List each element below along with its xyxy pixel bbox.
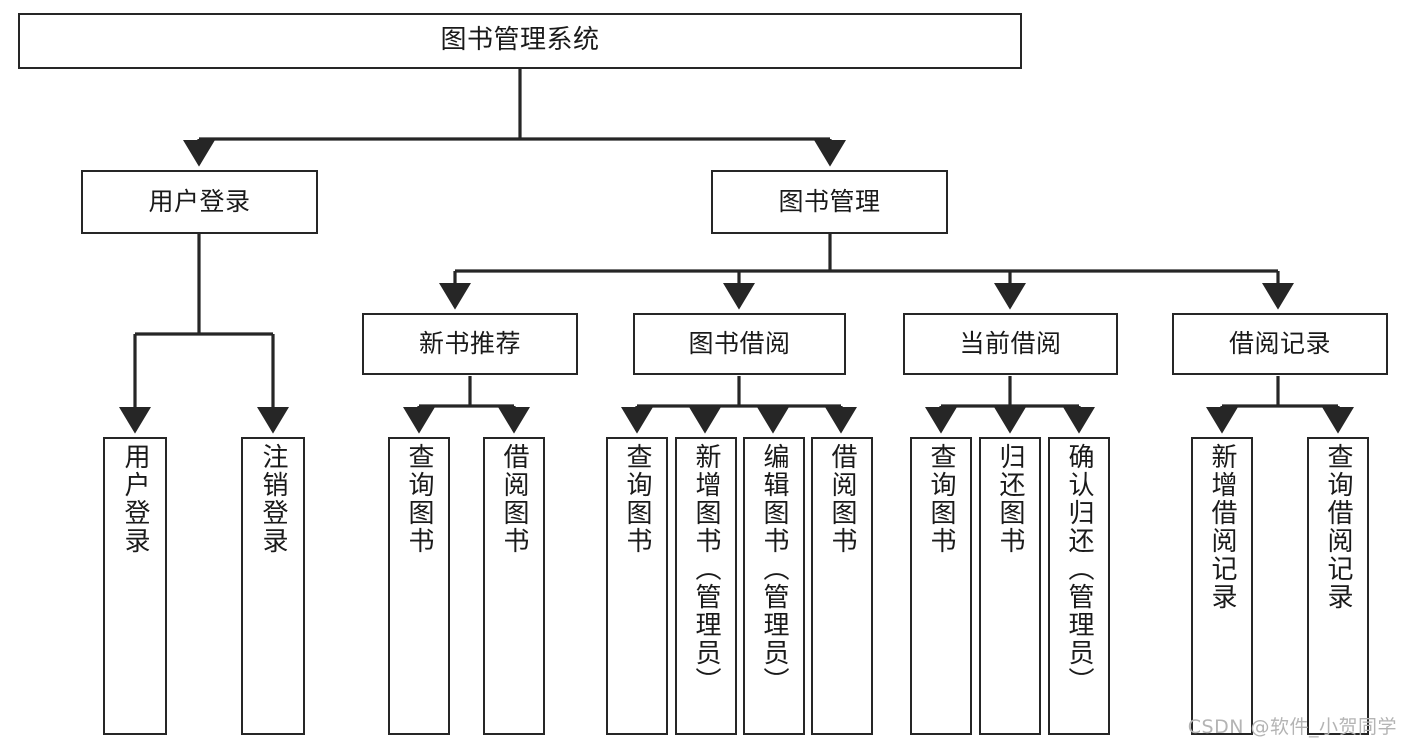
node-leaf-edit-book-label: 编辑图书（管理员）: [759, 443, 790, 695]
node-leaf-query-record-label: 查询借阅记录: [1323, 443, 1354, 611]
node-leaf-add-record-label: 新增借阅记录: [1207, 443, 1238, 611]
node-book-manage[interactable]: 图书管理: [711, 170, 948, 234]
node-book-manage-label: 图书管理: [778, 186, 881, 216]
node-leaf-return-book-label: 归还图书: [995, 443, 1026, 555]
node-new-book-rec[interactable]: 新书推荐: [362, 313, 578, 375]
node-leaf-user-login-label: 用户登录: [120, 443, 151, 555]
node-leaf-add-book-label: 新增图书（管理员）: [691, 443, 722, 695]
node-leaf-query-record[interactable]: 查询借阅记录: [1307, 437, 1369, 735]
node-borrow-record[interactable]: 借阅记录: [1172, 313, 1388, 375]
node-leaf-query-book-3[interactable]: 查询图书: [910, 437, 972, 735]
node-new-book-rec-label: 新书推荐: [418, 328, 521, 358]
node-leaf-borrow-book-2-label: 借阅图书: [827, 443, 858, 555]
node-leaf-user-logout-label: 注销登录: [258, 443, 289, 555]
node-leaf-query-book-2[interactable]: 查询图书: [606, 437, 668, 735]
node-leaf-borrow-book-1-label: 借阅图书: [499, 443, 530, 555]
node-leaf-confirm-return-label: 确认归还（管理员）: [1064, 443, 1095, 695]
node-borrow-record-label: 借阅记录: [1228, 328, 1331, 358]
node-leaf-query-book-1-label: 查询图书: [404, 443, 435, 555]
node-user-login-label: 用户登录: [148, 186, 251, 216]
node-current-borrow-label: 当前借阅: [959, 328, 1062, 358]
node-root-label: 图书管理系统: [440, 25, 600, 56]
node-current-borrow[interactable]: 当前借阅: [903, 313, 1118, 375]
node-leaf-borrow-book-1[interactable]: 借阅图书: [483, 437, 545, 735]
node-leaf-query-book-3-label: 查询图书: [926, 443, 957, 555]
node-leaf-return-book[interactable]: 归还图书: [979, 437, 1041, 735]
node-leaf-add-record[interactable]: 新增借阅记录: [1191, 437, 1253, 735]
node-leaf-confirm-return[interactable]: 确认归还（管理员）: [1048, 437, 1110, 735]
node-leaf-user-logout[interactable]: 注销登录: [241, 437, 305, 735]
node-leaf-edit-book[interactable]: 编辑图书（管理员）: [743, 437, 805, 735]
node-leaf-borrow-book-2[interactable]: 借阅图书: [811, 437, 873, 735]
node-leaf-query-book-2-label: 查询图书: [622, 443, 653, 555]
node-leaf-query-book-1[interactable]: 查询图书: [388, 437, 450, 735]
node-leaf-user-login[interactable]: 用户登录: [103, 437, 167, 735]
node-user-login[interactable]: 用户登录: [81, 170, 318, 234]
node-book-borrow[interactable]: 图书借阅: [633, 313, 846, 375]
node-root[interactable]: 图书管理系统: [18, 13, 1022, 69]
node-book-borrow-label: 图书借阅: [688, 328, 791, 358]
node-leaf-add-book[interactable]: 新增图书（管理员）: [675, 437, 737, 735]
